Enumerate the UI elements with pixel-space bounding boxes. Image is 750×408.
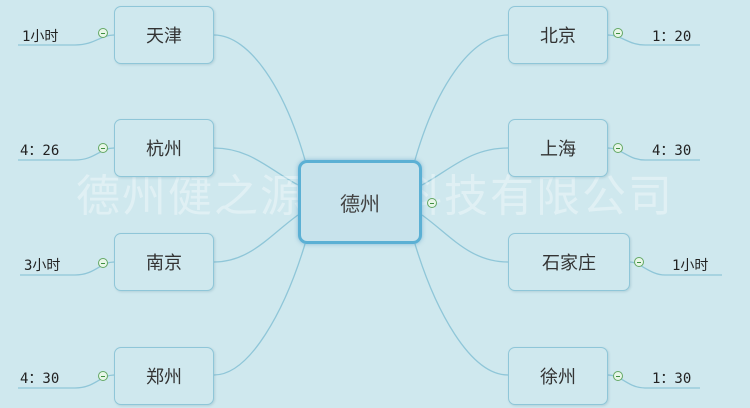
node-xuzhou[interactable]: 徐州 [508, 347, 608, 405]
node-zhengzhou-label: 郑州 [146, 367, 182, 388]
time-label-zhengzhou: 4：30 [20, 371, 60, 387]
node-beijing[interactable]: 北京 [508, 6, 608, 64]
center-node[interactable]: 德州 [298, 160, 422, 244]
node-tianjin-label: 天津 [146, 26, 182, 47]
node-shijiazhuang[interactable]: 石家庄 [508, 233, 630, 291]
collapse-minus-icon[interactable] [98, 143, 108, 153]
collapse-minus-icon[interactable] [98, 28, 108, 38]
node-xuzhou-label: 徐州 [540, 367, 576, 388]
collapse-minus-icon[interactable] [634, 257, 644, 267]
node-beijing-label: 北京 [540, 26, 576, 47]
node-tianjin[interactable]: 天津 [114, 6, 214, 64]
collapse-minus-icon[interactable] [98, 258, 108, 268]
collapse-minus-icon[interactable] [427, 198, 437, 208]
collapse-minus-icon[interactable] [98, 371, 108, 381]
node-hangzhou[interactable]: 杭州 [114, 119, 214, 177]
time-label-tianjin: 1小时 [22, 29, 59, 45]
time-label-xuzhou: 1：30 [652, 371, 692, 387]
node-shijiazhuang-label: 石家庄 [542, 253, 596, 274]
time-label-shijiazhuang: 1小时 [672, 258, 709, 274]
collapse-minus-icon[interactable] [613, 28, 623, 38]
collapse-minus-icon[interactable] [613, 371, 623, 381]
node-shanghai[interactable]: 上海 [508, 119, 608, 177]
node-hangzhou-label: 杭州 [146, 139, 182, 160]
node-shanghai-label: 上海 [540, 139, 576, 160]
time-label-shanghai: 4：30 [652, 143, 692, 159]
time-label-hangzhou: 4：26 [20, 143, 60, 159]
node-nanjing-label: 南京 [146, 253, 182, 274]
node-nanjing[interactable]: 南京 [114, 233, 214, 291]
node-zhengzhou[interactable]: 郑州 [114, 347, 214, 405]
collapse-minus-icon[interactable] [613, 143, 623, 153]
time-label-beijing: 1：20 [652, 29, 692, 45]
time-label-nanjing: 3小时 [24, 258, 61, 274]
center-node-label: 德州 [340, 191, 380, 216]
